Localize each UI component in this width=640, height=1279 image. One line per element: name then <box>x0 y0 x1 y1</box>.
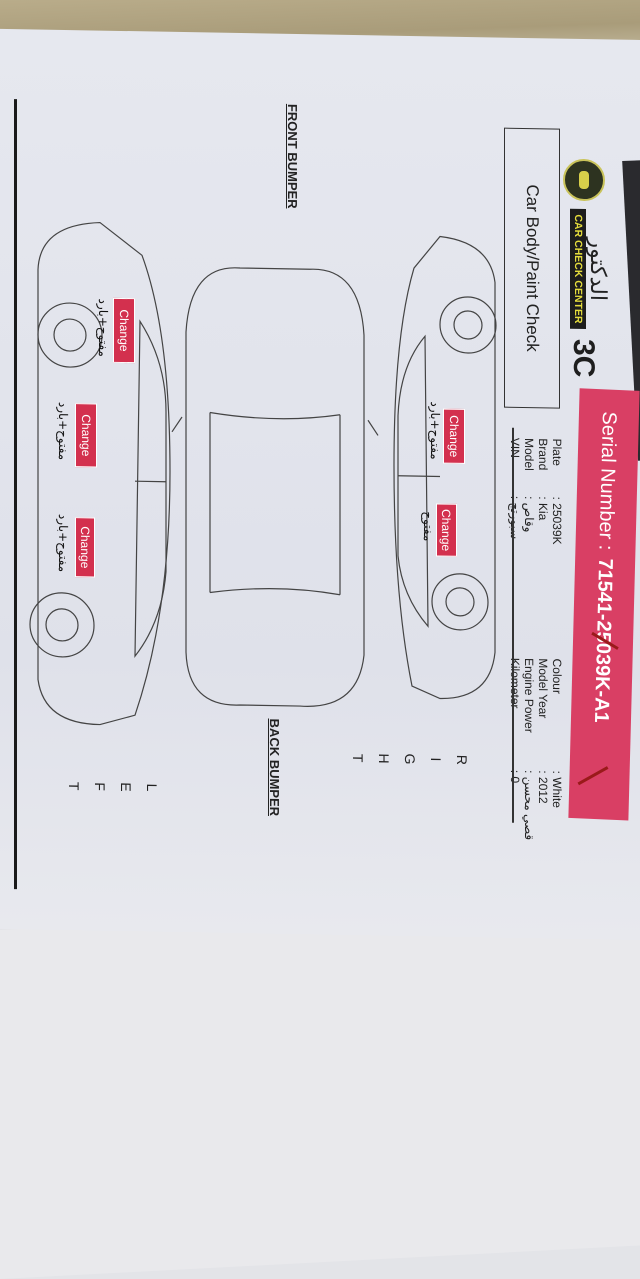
front-bumper-label: FRONT BUMPER <box>285 103 300 209</box>
car-left-side-view <box>29 221 171 726</box>
car-top-view <box>171 267 379 707</box>
car-right-side-view <box>393 235 497 700</box>
change-badge: Change <box>436 503 457 557</box>
car-diagrams <box>29 221 497 726</box>
change-badge: Change <box>75 517 95 578</box>
left-side-label: LEFT <box>56 777 160 796</box>
handwritten-note: مفتوح+بارد <box>56 513 70 573</box>
change-badge: Change <box>75 403 97 468</box>
handwritten-note: مفتوح+بارد <box>428 401 442 460</box>
underlying-sheet <box>0 896 640 1279</box>
right-side-label: RIGHT <box>340 749 470 769</box>
handwritten-note: مفتوح+بارد <box>96 298 110 358</box>
change-badge: Change <box>113 297 135 364</box>
inspection-sheet: الدكتور CAR CHECK CENTER 3C Serial Numbe… <box>0 28 640 941</box>
back-bumper-label: BACK BUMPER <box>267 718 282 817</box>
change-badge: Change <box>443 408 465 464</box>
handwritten-note: مفتوح+بارد <box>56 401 70 461</box>
handwritten-note: مفتوح <box>421 511 435 542</box>
